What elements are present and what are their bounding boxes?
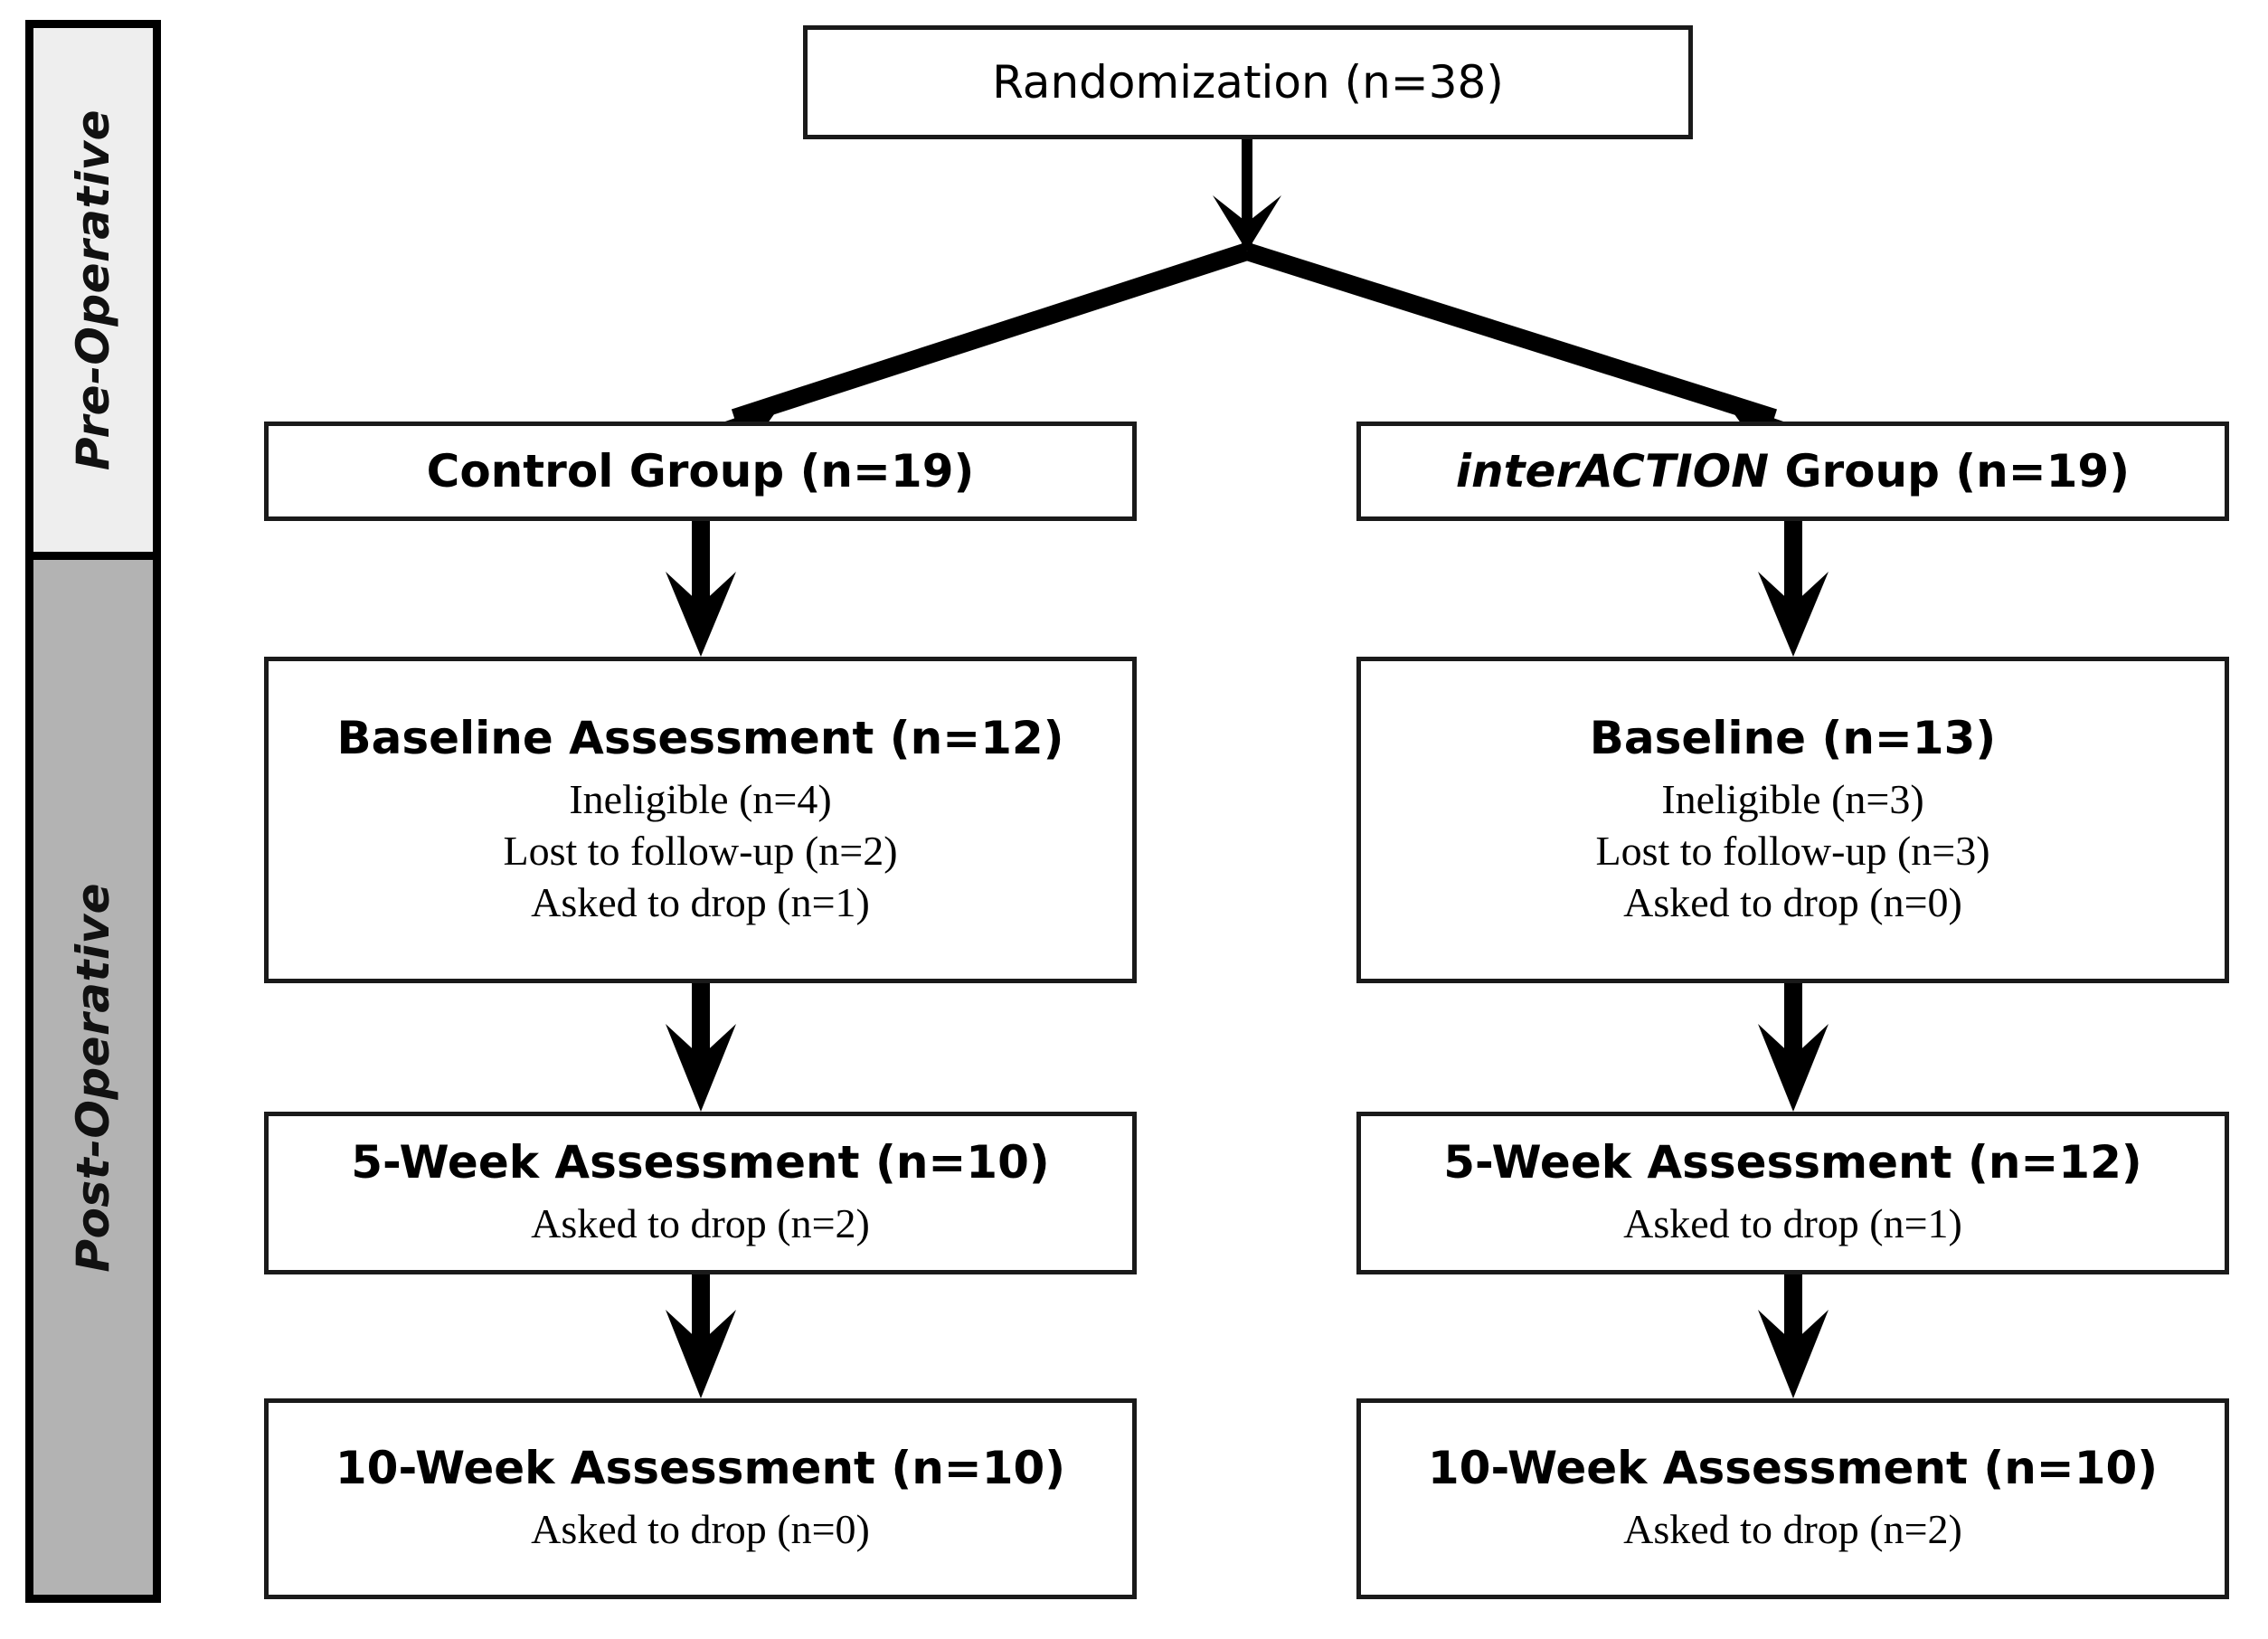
node-interaction-baseline-details: Ineligible (n=3) Lost to follow-up (n=3)… <box>1595 772 1989 928</box>
detail-line: Asked to drop (n=1) <box>531 879 870 926</box>
node-control-5week-details: Asked to drop (n=2) <box>531 1197 870 1248</box>
node-control-5week-title: 5-Week Assessment (n=10) <box>351 1136 1050 1189</box>
node-interaction-baseline-title: Baseline (n=13) <box>1589 711 1997 764</box>
detail-line: Asked to drop (n=0) <box>1623 879 1962 926</box>
node-randomization-title: Randomization (n=38) <box>992 56 1504 109</box>
node-randomization: Randomization (n=38) <box>803 25 1693 139</box>
detail-line: Lost to follow-up (n=3) <box>1595 827 1990 874</box>
phase-cell-pre-operative: Pre-Operative <box>33 28 153 560</box>
node-interaction-5week: 5-Week Assessment (n=12) Asked to drop (… <box>1356 1112 2229 1274</box>
node-control-baseline: Baseline Assessment (n=12) Ineligible (n… <box>264 657 1137 983</box>
detail-line: Asked to drop (n=1) <box>1623 1200 1962 1247</box>
node-interaction-baseline: Baseline (n=13) Ineligible (n=3) Lost to… <box>1356 657 2229 983</box>
detail-line: Asked to drop (n=0) <box>531 1506 870 1553</box>
detail-line: Asked to drop (n=2) <box>531 1200 870 1247</box>
node-interaction-10week: 10-Week Assessment (n=10) Asked to drop … <box>1356 1398 2229 1599</box>
phase-label-post-operative: Post-Operative <box>67 882 119 1273</box>
node-control-10week-title: 10-Week Assessment (n=10) <box>335 1442 1066 1495</box>
node-interaction-group-title-italic: interACTION <box>1455 445 1770 497</box>
node-control-group: Control Group (n=19) <box>264 422 1137 521</box>
node-interaction-group-title: interACTION Group (n=19) <box>1456 446 2130 497</box>
node-control-group-title: Control Group (n=19) <box>426 445 975 497</box>
phase-cell-post-operative: Post-Operative <box>33 560 153 1595</box>
node-interaction-10week-title: 10-Week Assessment (n=10) <box>1427 1442 2159 1495</box>
phase-rail: Pre-Operative Post-Operative <box>25 20 161 1603</box>
node-interaction-5week-title: 5-Week Assessment (n=12) <box>1443 1136 2142 1189</box>
detail-line: Lost to follow-up (n=2) <box>503 827 898 874</box>
detail-line: Ineligible (n=3) <box>1661 775 1924 822</box>
node-control-5week: 5-Week Assessment (n=10) Asked to drop (… <box>264 1112 1137 1274</box>
detail-line: Asked to drop (n=2) <box>1623 1506 1962 1553</box>
node-control-baseline-details: Ineligible (n=4) Lost to follow-up (n=2)… <box>503 772 897 928</box>
node-control-10week-details: Asked to drop (n=0) <box>531 1502 870 1554</box>
node-interaction-group: interACTION Group (n=19) <box>1356 422 2229 521</box>
node-control-baseline-title: Baseline Assessment (n=12) <box>336 711 1064 764</box>
node-interaction-group-title-rest: Group (n=19) <box>1769 445 2131 497</box>
node-interaction-10week-details: Asked to drop (n=2) <box>1623 1502 1962 1554</box>
detail-line: Ineligible (n=4) <box>569 775 832 822</box>
node-interaction-5week-details: Asked to drop (n=1) <box>1623 1197 1962 1248</box>
node-control-10week: 10-Week Assessment (n=10) Asked to drop … <box>264 1398 1137 1599</box>
phase-label-pre-operative: Pre-Operative <box>67 109 119 471</box>
